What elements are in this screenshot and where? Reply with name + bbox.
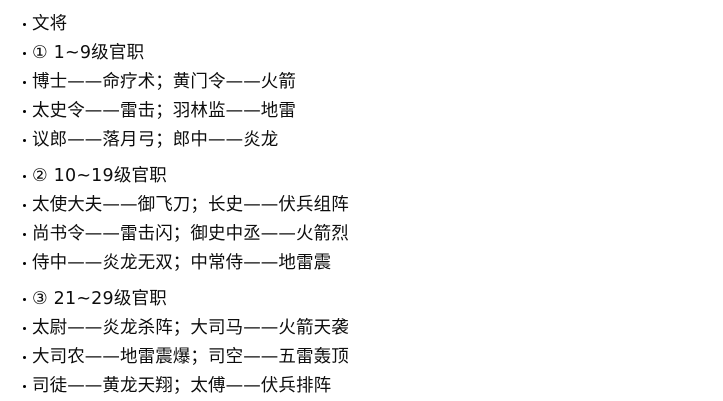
list-item: ② 10~19级官职 <box>0 162 723 191</box>
list-item-label: 太尉——炎龙杀阵；大司马——火箭天袭 <box>32 318 349 338</box>
bullet-dot-icon <box>23 327 26 330</box>
list-item: 大司农——地雷震爆；司空——五雷轰顶 <box>0 343 723 372</box>
list-item-label: ② 10~19级官职 <box>32 166 167 186</box>
bullet-dot-icon <box>23 298 26 301</box>
list-item: 太史令——雷击；羽林监——地雷 <box>0 97 723 126</box>
bullet-dot-icon <box>23 204 26 207</box>
list-item: 太尉——炎龙杀阵；大司马——火箭天袭 <box>0 314 723 343</box>
bullet-dot-icon <box>23 81 26 84</box>
list-item-label: ① 1~9级官职 <box>32 43 145 63</box>
list-item: 尚书令——雷击闪；御史中丞——火箭烈 <box>0 220 723 249</box>
list-item-label: 文将 <box>32 14 68 34</box>
list-item-label: 议郎——落月弓；郎中——炎龙 <box>32 130 279 150</box>
list-item: ① 1~9级官职 <box>0 39 723 68</box>
list-item: 司徒——黄龙天翔；太傅——伏兵排阵 <box>0 372 723 401</box>
bullet-dot-icon <box>23 233 26 236</box>
list-item: 议郎——落月弓；郎中——炎龙 <box>0 126 723 155</box>
bullet-dot-icon <box>23 52 26 55</box>
list-item-label: ③ 21~29级官职 <box>32 289 167 309</box>
bullet-dot-icon <box>23 262 26 265</box>
list-item: 侍中——炎龙无双；中常侍——地雷震 <box>0 249 723 278</box>
bullet-list: 文将 ① 1~9级官职博士——命疗术；黄门令——火箭太史令——雷击；羽林监——地雷… <box>0 10 723 401</box>
bullet-dot-icon <box>23 110 26 113</box>
list-item-label: 尚书令——雷击闪；御史中丞——火箭烈 <box>32 224 349 244</box>
bullet-dot-icon <box>23 385 26 388</box>
bullet-dot-icon <box>23 356 26 359</box>
list-item-label: 太使大夫——御飞刀；长史——伏兵组阵 <box>32 195 349 215</box>
list-item-label: 太史令——雷击；羽林监——地雷 <box>32 101 296 121</box>
list-item: 文将 <box>0 10 723 39</box>
bullet-dot-icon <box>23 139 26 142</box>
list-item-label: 博士——命疗术；黄门令——火箭 <box>32 72 296 92</box>
list-item-label: 司徒——黄龙天翔；太傅——伏兵排阵 <box>32 376 332 396</box>
bullet-dot-icon <box>23 23 26 26</box>
list-item-label: 侍中——炎龙无双；中常侍——地雷震 <box>32 253 332 273</box>
list-item: 太使大夫——御飞刀；长史——伏兵组阵 <box>0 191 723 220</box>
list-item-label: 大司农——地雷震爆；司空——五雷轰顶 <box>32 347 349 367</box>
bullet-dot-icon <box>23 175 26 178</box>
list-item: ③ 21~29级官职 <box>0 285 723 314</box>
list-item: 博士——命疗术；黄门令——火箭 <box>0 68 723 97</box>
